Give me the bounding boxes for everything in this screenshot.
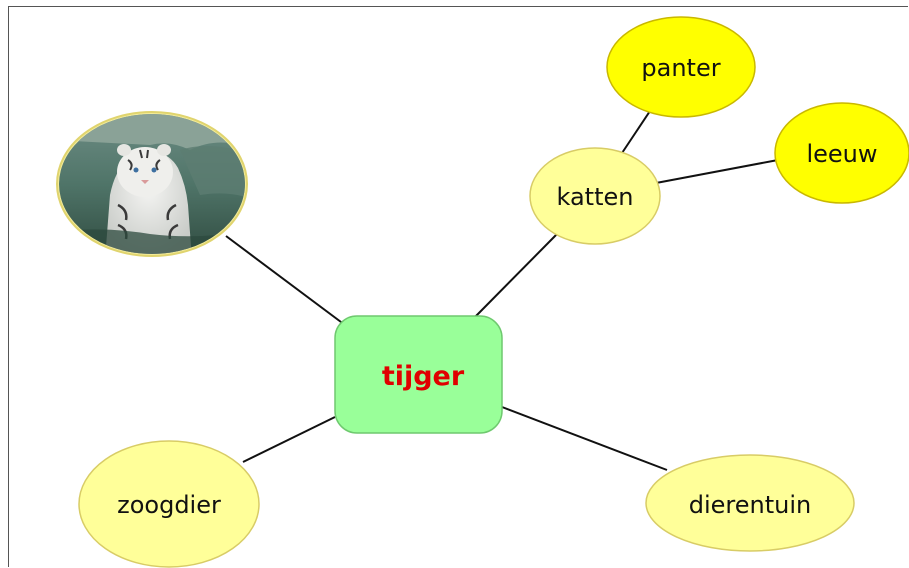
- center-node-tijger[interactable]: tijger: [334, 315, 503, 434]
- connector-leeuw: [655, 159, 779, 184]
- connector-panter: [621, 107, 653, 154]
- node-panter[interactable]: panter: [606, 16, 756, 118]
- node-label-katten: katten: [557, 183, 634, 211]
- node-dierentuin[interactable]: dierentuin: [645, 454, 855, 552]
- connector-photo: [225, 235, 346, 326]
- node-label-panter: panter: [641, 54, 720, 82]
- tiger-photo-node: [56, 111, 248, 257]
- connector-dierentuin: [501, 406, 668, 471]
- connector-zoogdier: [242, 416, 336, 463]
- node-leeuw[interactable]: leeuw: [774, 102, 909, 204]
- node-zoogdier[interactable]: zoogdier: [78, 440, 260, 568]
- connectors: [225, 107, 779, 471]
- node-label-zoogdier: zoogdier: [117, 491, 221, 519]
- connector-katten: [474, 233, 558, 318]
- node-label-leeuw: leeuw: [806, 140, 877, 168]
- node-katten[interactable]: katten: [529, 147, 661, 245]
- center-label: tijger: [382, 361, 465, 392]
- node-label-dierentuin: dierentuin: [689, 491, 811, 519]
